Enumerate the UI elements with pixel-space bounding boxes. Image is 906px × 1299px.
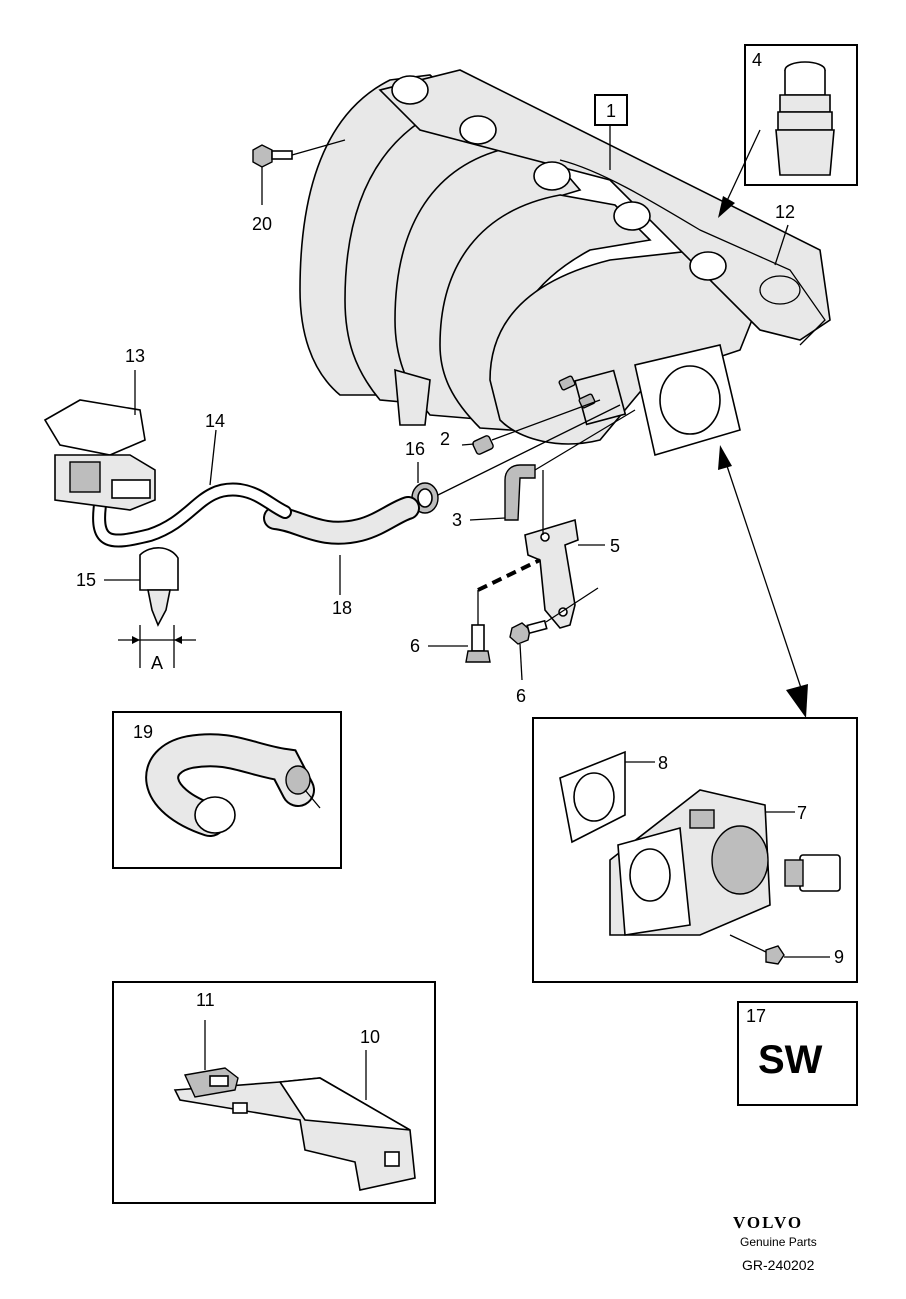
callout-6-left: 6 — [410, 636, 420, 656]
arrow-tail-icon — [786, 684, 808, 718]
callout-11: 11 — [196, 990, 215, 1010]
inset-box-17 — [737, 1001, 858, 1106]
callout-14: 14 — [205, 411, 225, 431]
callout-16: 16 — [405, 439, 425, 459]
screw-2 — [472, 375, 596, 455]
dimension-label: A — [151, 653, 163, 673]
brand-logo: VOLVO — [733, 1213, 803, 1232]
callout-5: 5 — [610, 536, 620, 556]
callout-18: 18 — [332, 598, 352, 618]
screw-9 — [729, 934, 785, 965]
callout-15: 15 — [76, 570, 96, 590]
callout-9: 9 — [834, 947, 844, 967]
dimension-a — [118, 625, 196, 668]
hose-14 — [94, 484, 290, 546]
hose-18 — [265, 498, 418, 543]
brand-tagline: Genuine Parts — [740, 1235, 817, 1249]
callout-12: 12 — [775, 202, 795, 222]
gasket-8 — [559, 750, 626, 844]
inset-box-4 — [744, 44, 858, 186]
callout-17: 17 — [746, 1006, 766, 1026]
clip-15 — [139, 547, 179, 627]
callout-3: 3 — [452, 510, 462, 530]
sensor-13 — [43, 399, 156, 511]
bolt-20 — [252, 144, 293, 168]
callout-box-1 — [594, 94, 628, 126]
callout-13: 13 — [125, 346, 145, 366]
callout-4: 4 — [752, 50, 762, 70]
intake-manifold — [299, 69, 831, 457]
arrow-head-icon — [718, 196, 735, 218]
callout-6-bottom: 6 — [516, 686, 526, 706]
callout-8: 8 — [658, 753, 668, 773]
diagram-code: GR-240202 — [742, 1257, 815, 1273]
fitting-part-4 — [775, 61, 835, 176]
inset-box-throttle — [532, 717, 858, 983]
clip-11 — [183, 1067, 248, 1114]
callout-10: 10 — [360, 1027, 380, 1047]
inset-box-heat-shield — [112, 981, 436, 1204]
callout-20: 20 — [252, 214, 272, 234]
elbow-fitting-3 — [504, 464, 536, 521]
callout-19: 19 — [133, 722, 153, 742]
callout-1: 1 — [606, 101, 616, 121]
arrow-head-icon — [718, 445, 732, 470]
throttle-body-7 — [609, 789, 841, 936]
hose-elbow-19 — [145, 733, 315, 837]
bolt-6a — [465, 590, 491, 663]
callout-2: 2 — [440, 429, 450, 449]
bracket-5 — [524, 518, 579, 629]
sw-label: SW — [758, 1038, 823, 1082]
bolt-6b — [509, 619, 548, 645]
inset-box-19 — [112, 711, 342, 869]
callout-7: 7 — [797, 803, 807, 823]
